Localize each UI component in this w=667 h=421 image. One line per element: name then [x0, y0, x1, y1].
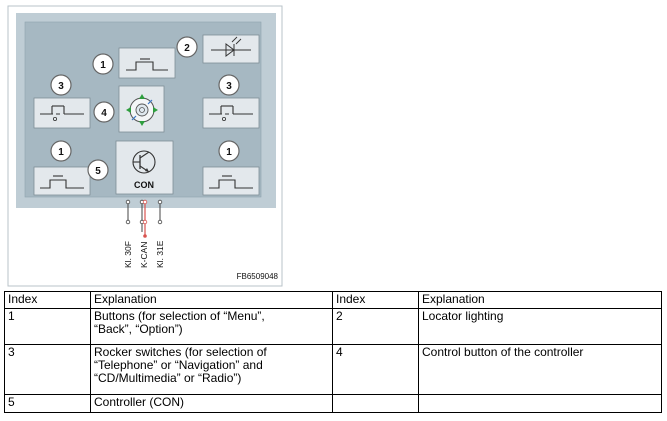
callout-4: 4	[93, 101, 115, 123]
legend-explanation-line: Control button of the controller	[422, 345, 584, 359]
legend-explanation-line: “Back”, “Option”)	[94, 322, 183, 336]
legend-explanation-line: “Telephone” or “Navigation” and	[94, 358, 263, 372]
legend-explanation: Controller (CON)	[90, 394, 333, 413]
callout-3-left-label: 3	[58, 81, 64, 92]
legend-header-index-1: Index	[4, 291, 91, 309]
callout-1-bottom-left-label: 1	[58, 147, 64, 158]
button-back-module	[33, 166, 91, 196]
wire-label-kl30f: Kl. 30F	[123, 241, 133, 268]
legend-index: 3	[4, 344, 91, 395]
wire-label-kl31e: Kl. 31E	[155, 240, 165, 268]
legend-table: Index Explanation Index Explanation 1 Bu…	[4, 291, 662, 413]
wire-label-kcan: K-CAN	[139, 242, 149, 268]
legend-explanation: Buttons (for selection of “Menu”, “Back”…	[90, 308, 333, 345]
rocker-switch-right-module	[202, 97, 260, 129]
locator-lighting-module	[202, 34, 260, 64]
legend-index: 4	[332, 344, 419, 395]
rocker-switch-left-module	[33, 97, 91, 129]
button-option-module	[202, 166, 260, 196]
legend-header-row: Index Explanation Index Explanation	[4, 291, 662, 309]
legend-row: 3 Rocker switches (for selection of “Tel…	[4, 344, 662, 395]
controller-label: CON	[134, 180, 154, 190]
legend-explanation: Locator lighting	[418, 308, 662, 345]
legend-header-explanation-2: Explanation	[418, 291, 662, 309]
legend-explanation-line: Buttons (for selection of “Menu”,	[94, 309, 265, 323]
legend-header-explanation-1: Explanation	[90, 291, 333, 309]
controller-con-module	[115, 140, 174, 195]
callout-1-bottom-right: 1	[218, 140, 240, 162]
callout-1-bottom-left: 1	[50, 140, 72, 162]
callout-3-right: 3	[218, 74, 240, 96]
legend-explanation-line: Rocker switches (for selection of	[94, 345, 267, 359]
legend-explanation-line: Controller (CON)	[94, 395, 185, 409]
button-menu-module	[118, 47, 176, 79]
legend-explanation-line: Locator lighting	[422, 309, 504, 323]
legend-explanation	[418, 394, 662, 413]
legend-explanation: Rocker switches (for selection of “Telep…	[90, 344, 333, 395]
legend-row: 5 Controller (CON)	[4, 394, 662, 413]
legend-row: 1 Buttons (for selection of “Menu”, “Bac…	[4, 308, 662, 345]
callout-3-left: 3	[50, 74, 72, 96]
controller-button-module	[118, 85, 165, 133]
legend-explanation: Control button of the controller	[418, 344, 662, 395]
callout-1-top: 1	[92, 53, 114, 75]
wire-kcan	[139, 199, 148, 238]
callout-2-label: 2	[184, 43, 190, 54]
legend-index	[332, 394, 419, 413]
control-panel-diagram: CON 1 2 3 3 4 1 5 1	[7, 5, 283, 287]
callout-5: 5	[87, 159, 109, 181]
callout-2: 2	[176, 36, 198, 58]
legend-header-index-2: Index	[332, 291, 419, 309]
figure-id: FB6509048	[237, 272, 279, 281]
callout-1-top-label: 1	[100, 60, 106, 71]
callout-5-label: 5	[95, 166, 101, 177]
legend-index: 2	[332, 308, 419, 345]
legend-explanation-line: “CD/Multimedia” or “Radio”)	[94, 371, 242, 385]
callout-4-label: 4	[101, 108, 107, 119]
legend-index: 5	[4, 394, 91, 413]
wire-kl30f	[125, 199, 131, 225]
legend-index: 1	[4, 308, 91, 345]
callout-3-right-label: 3	[226, 81, 232, 92]
wire-kl31e	[157, 199, 163, 225]
callout-1-bottom-right-label: 1	[226, 147, 232, 158]
